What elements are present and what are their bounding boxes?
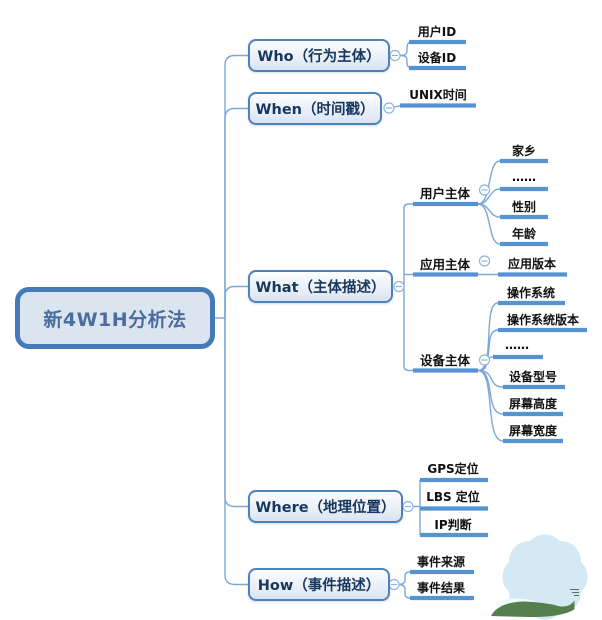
collapse-button-where[interactable] bbox=[402, 500, 414, 513]
collapse-button-user-subject[interactable] bbox=[478, 184, 491, 196]
leaf-topic[interactable]: 屏幕宽度 bbox=[508, 424, 557, 438]
leaf-topic[interactable]: 家乡 bbox=[511, 144, 536, 158]
leaf-topic[interactable]: …… bbox=[512, 170, 536, 184]
subtopic-device-subject[interactable]: 设备主体 bbox=[419, 353, 470, 368]
leaf-topic[interactable]: 操作系统 bbox=[506, 286, 555, 300]
collapse-button-who[interactable] bbox=[389, 49, 401, 62]
watermark-star-icon bbox=[502, 534, 588, 620]
leaf-topic[interactable]: 设备ID bbox=[417, 51, 457, 65]
connector-line bbox=[224, 285, 248, 318]
leaf-topic[interactable]: 应用版本 bbox=[507, 257, 556, 271]
root-topic[interactable]: 新4W1H分析法 bbox=[15, 287, 215, 349]
collapse-button-how[interactable] bbox=[388, 578, 400, 591]
connector-line bbox=[224, 54, 248, 318]
leaf-topic[interactable]: 事件结果 bbox=[416, 581, 465, 595]
leaf-topic[interactable]: 年龄 bbox=[511, 227, 536, 241]
leaf-topic[interactable]: GPS定位 bbox=[427, 462, 479, 476]
leaf-topic[interactable]: 事件来源 bbox=[416, 555, 465, 569]
branch-where[interactable]: Where（地理位置） bbox=[248, 490, 403, 523]
watermark-hill-icon bbox=[491, 600, 575, 618]
subtopic-user-subject[interactable]: 用户主体 bbox=[419, 186, 470, 201]
subtopic-app-subject[interactable]: 应用主体 bbox=[419, 257, 470, 272]
watermark-mark-icon bbox=[570, 589, 579, 596]
connector-line bbox=[224, 318, 248, 586]
collapse-button-app-subject[interactable] bbox=[478, 255, 491, 267]
connector-line bbox=[477, 369, 504, 442]
connector-line bbox=[477, 302, 499, 372]
collapse-button-what[interactable] bbox=[393, 280, 405, 293]
leaf-topic[interactable]: 用户ID bbox=[417, 25, 457, 39]
watermark-logo-icon bbox=[491, 534, 588, 620]
branch-when[interactable]: When（时间戳） bbox=[248, 92, 382, 125]
leaf-topic[interactable]: IP判断 bbox=[434, 518, 472, 532]
leaf-topic[interactable]: UNIX时间 bbox=[409, 88, 467, 102]
connector-line bbox=[477, 203, 501, 245]
leaf-topic[interactable]: …… bbox=[505, 338, 529, 352]
collapse-buttons bbox=[383, 49, 491, 591]
connector-line bbox=[397, 583, 411, 599]
leaf-topic[interactable]: 性别 bbox=[511, 200, 536, 214]
connector-line bbox=[224, 107, 248, 318]
connector-line bbox=[397, 571, 411, 586]
topic-underlines bbox=[400, 39, 587, 601]
branch-how[interactable]: How（事件描述） bbox=[248, 568, 390, 601]
connector-line bbox=[224, 318, 248, 508]
connector-line bbox=[403, 365, 413, 372]
leaf-topic[interactable]: 设备型号 bbox=[508, 370, 557, 384]
branch-what[interactable]: What（主体描述） bbox=[248, 270, 393, 303]
connector-lines bbox=[214, 41, 504, 599]
leaf-topic[interactable]: LBS 定位 bbox=[426, 490, 480, 504]
connector-line bbox=[477, 203, 501, 218]
leaf-topic[interactable]: 屏幕高度 bbox=[508, 397, 557, 411]
collapse-button-when[interactable] bbox=[383, 102, 395, 114]
connector-line bbox=[477, 160, 501, 205]
leaf-topic[interactable]: 操作系统版本 bbox=[506, 313, 579, 327]
branch-who[interactable]: Who（行为主体） bbox=[248, 39, 390, 72]
connector-line bbox=[477, 369, 504, 388]
collapse-button-device-subject[interactable] bbox=[478, 354, 491, 366]
connector-line bbox=[403, 203, 413, 209]
